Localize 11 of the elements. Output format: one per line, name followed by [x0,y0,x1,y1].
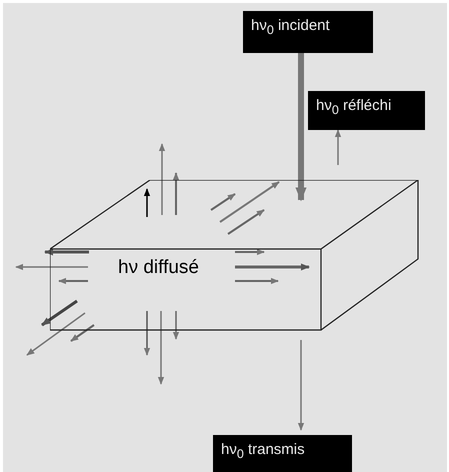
label-box [213,435,352,472]
photon-label: hν$_{0}$ réfléchi [316,97,392,114]
slab-box [50,180,421,331]
label-box [308,91,425,130]
photon-label: hν$_{0}$ transmis [221,441,305,458]
photon-label: hν$_{0}$ incident [251,17,330,34]
slab-label: hν diffusé [118,257,199,279]
arrow [295,53,307,202]
arrow [298,340,304,431]
arrow [334,129,342,165]
label-box [243,11,373,53]
